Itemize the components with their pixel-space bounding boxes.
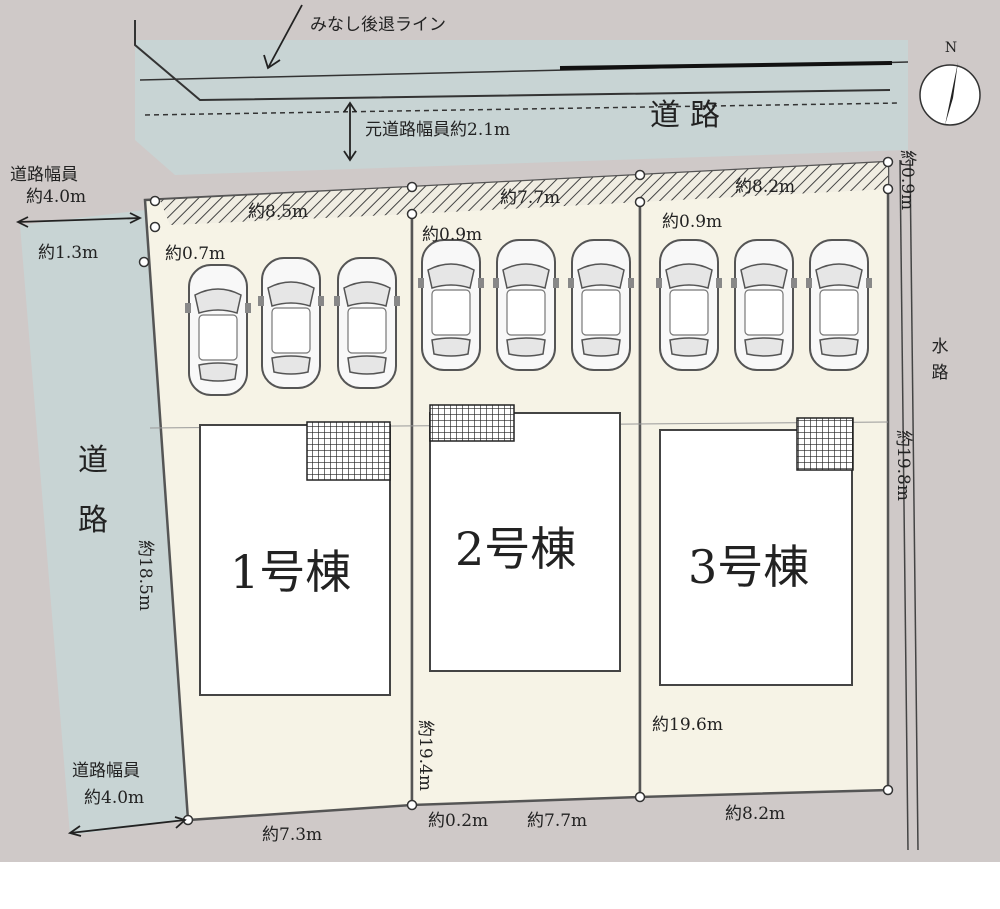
car xyxy=(417,239,485,371)
car xyxy=(805,239,873,371)
lot-2-frontage: 約7.7m xyxy=(500,188,560,208)
house-1-deck xyxy=(306,421,391,481)
right-setback: 約0.9m xyxy=(897,150,917,210)
lot-3-frontage: 約8.2m xyxy=(735,177,795,197)
lot-3-setback: 約0.9m xyxy=(662,212,722,232)
left-road xyxy=(20,210,188,835)
road-width-label-top: 道路幅員 xyxy=(10,165,78,185)
lot-3-depth: 約19.6m xyxy=(652,715,723,735)
car xyxy=(567,239,635,371)
car xyxy=(257,257,325,389)
left-road-char-2: 路 xyxy=(78,503,108,538)
lot-1-depth: 約18.5m xyxy=(135,540,155,611)
dimension-arrows xyxy=(15,4,357,837)
top-road-label: 道路 xyxy=(650,98,730,133)
lot-1-setback: 約0.7m xyxy=(165,244,225,264)
road-width-label-bottom: 道路幅員 xyxy=(72,761,140,781)
road-width-value-bottom: 約4.0m xyxy=(84,788,144,808)
corner-points xyxy=(138,156,894,826)
car xyxy=(655,239,723,371)
setback-line-label: みなし後退ライン xyxy=(310,15,446,35)
compass-label: N xyxy=(945,40,957,56)
house-2-deck xyxy=(429,404,515,442)
orig-road-width-label: 元道路幅員約2.1m xyxy=(365,120,510,140)
waterway-line-1 xyxy=(899,159,909,851)
house-3-deck xyxy=(796,417,854,471)
house-3-footprint xyxy=(659,429,853,686)
bottom-margin xyxy=(0,862,1000,905)
left-setback-label: 約1.3m xyxy=(38,243,98,263)
left-road-char-1: 道 xyxy=(78,443,108,478)
lot-3-rear: 約8.2m xyxy=(725,804,785,824)
lot-2-setback: 約0.9m xyxy=(422,225,482,245)
car xyxy=(184,264,252,396)
lot-2-rear: 約7.7m xyxy=(527,811,587,831)
setback-strip-1 xyxy=(160,187,412,225)
lot-2-depth: 約19.4m xyxy=(415,720,435,791)
car xyxy=(730,239,798,371)
waterway-line-2 xyxy=(909,159,919,851)
car xyxy=(333,257,401,389)
lot-1-rear: 約7.3m xyxy=(262,825,322,845)
compass-icon: N xyxy=(919,40,981,126)
gap-label: 約0.2m xyxy=(428,811,488,831)
setback-line xyxy=(134,20,891,102)
top-road xyxy=(135,40,908,175)
setback-strip-3 xyxy=(640,162,888,202)
car xyxy=(492,239,560,371)
lot-2-name: 2号棟 xyxy=(455,522,576,576)
house-2-footprint xyxy=(429,412,621,672)
waterway-char-2: 路 xyxy=(932,363,949,383)
lot-1-name: 1号棟 xyxy=(230,545,351,599)
lot-3-name: 3号棟 xyxy=(688,540,809,594)
road-heavy-line xyxy=(559,61,893,70)
setback-strip-2 xyxy=(412,175,640,214)
waterway-char-1: 水 xyxy=(932,337,949,357)
road-width-value-top: 約4.0m xyxy=(26,187,86,207)
right-depth: 約19.8m xyxy=(893,430,913,501)
lot-1-frontage: 約8.5m xyxy=(248,202,308,222)
